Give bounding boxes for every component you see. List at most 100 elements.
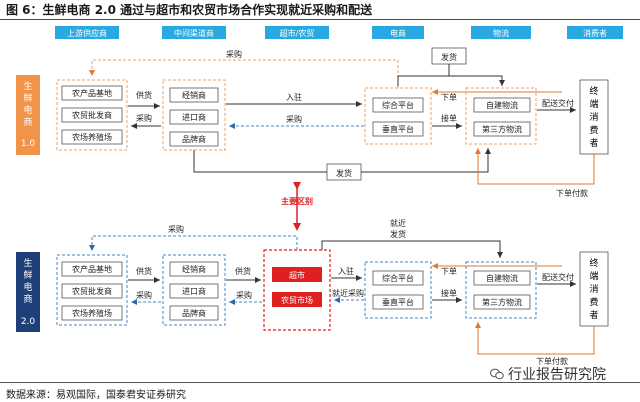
v2-platform-box [372, 270, 424, 286]
v2-label-char: 鲜 [23, 269, 32, 281]
header-middle-text: 中间渠道商 [174, 28, 214, 38]
v2-label-near-ship-2: 发货 [390, 229, 406, 239]
v1-label-supply: 供货 [136, 90, 152, 100]
header-ecommerce-text: 电商 [390, 28, 406, 38]
v2-consumer-char: 端 [589, 270, 598, 282]
source-note: 数据来源：易观国际，国泰君安证券研究 [6, 390, 186, 401]
v1-line-ship-top-left [397, 64, 450, 86]
v2-platform-box [372, 294, 424, 310]
v1-upstream-box [61, 85, 123, 101]
v2-label-purchase-left: 采购 [136, 290, 152, 300]
v1-middle-box [169, 131, 219, 147]
v2-logistics-box [473, 270, 531, 286]
v1-arrow-ship-bottom-right [361, 148, 491, 173]
header-ecommerce [372, 26, 424, 39]
v1-label-char: 商 [23, 116, 32, 128]
header-logistics [471, 26, 531, 39]
v2-middle-text: 经销商 [182, 264, 206, 274]
v1-upstream-group [56, 79, 128, 151]
v1-arrow-purchase-top [89, 59, 399, 88]
v1-logistics-group [465, 87, 537, 145]
v2-consumer-char: 消 [589, 283, 598, 295]
footer-divider [0, 382, 640, 383]
v2-upstream-box [61, 283, 123, 299]
v2-middle-box [169, 283, 219, 299]
v2-upstream-box [61, 261, 123, 277]
header-stores-text: 超市/农贸 [280, 28, 315, 38]
v1-platform-text: 综合平台 [382, 100, 414, 110]
v2-consumer-char: 终 [589, 257, 598, 269]
v2-upstream-group [56, 254, 128, 326]
header-middle [162, 26, 226, 39]
header-upstream-text: 上游供应商 [67, 28, 107, 38]
v2-label-supply-left: 供货 [136, 266, 152, 276]
v1-platform-text: 垂直平台 [382, 124, 414, 134]
v1-label-ship-top: 发货 [441, 52, 457, 62]
difference-label: 主要区别 [281, 196, 313, 206]
v1-consumer-char: 消 [589, 111, 598, 123]
v2-logistics-text: 第三方物流 [482, 297, 522, 307]
watermark: 行业报告研究院 [490, 366, 640, 383]
v1-upstream-box [61, 129, 123, 145]
header-consumer-text: 消费者 [583, 28, 607, 38]
wechat-icon [490, 368, 504, 380]
v1-middle-text: 经销商 [182, 90, 206, 100]
v2-label-char: 生 [23, 257, 32, 269]
v1-consumer-char: 费 [589, 124, 598, 136]
v2-label-enter: 入驻 [338, 266, 354, 276]
v1-label-receive: 接单 [441, 113, 457, 123]
v2-section: 生 鲜 电 商 2.0 农产品基地 农贸批发商 农场养殖场 经销商 进口商 品牌… [16, 218, 609, 366]
v2-version: 2.0 [21, 317, 36, 327]
v2-middle-box [169, 305, 219, 321]
v1-arrow-pay [475, 148, 595, 185]
v2-logistics-text: 自建物流 [486, 273, 518, 283]
v2-label-supply-mid: 供货 [235, 266, 251, 276]
v1-label-ship-bottom: 发货 [336, 168, 352, 178]
v2-logistics-box [473, 294, 531, 310]
v1-arrow-ship-top-right [449, 75, 505, 86]
v1-middle-text: 品牌商 [182, 134, 206, 144]
v1-logistics-text: 第三方物流 [482, 124, 522, 134]
v2-logistics-group [465, 261, 537, 319]
figure-title: 图 6：生鲜电商 2.0 通过与超市和农贸市场合作实现就近采购和配送 [6, 3, 373, 17]
v1-middle-box [169, 109, 219, 125]
v1-consumer-box [579, 79, 609, 155]
v1-upstream-text: 农产品基地 [72, 88, 112, 98]
v1-label-char: 鲜 [23, 92, 32, 104]
v1-label-enter: 入驻 [286, 92, 302, 102]
v1-logistics-text: 自建物流 [486, 100, 518, 110]
v2-label-pay: 下单付款 [536, 356, 568, 366]
v1-label-purchase-back: 采购 [136, 113, 152, 123]
v2-middle-text: 进口商 [182, 286, 206, 296]
v2-label-receive: 接单 [441, 288, 457, 298]
v1-label-purchase-mid: 采购 [286, 114, 302, 124]
v1-upstream-text: 农贸批发商 [72, 110, 112, 120]
v1-line-ship-bottom-left [193, 150, 327, 173]
v1-consumer-char: 终 [589, 85, 598, 97]
v1-label-order: 下单 [441, 92, 457, 102]
v2-platform-text: 综合平台 [382, 273, 414, 283]
v1-section: 生 鲜 电 商 1.0 农产品基地 农贸批发商 农场养殖场 经销商 进口商 品牌… [16, 47, 609, 198]
v2-consumer-char: 者 [589, 310, 598, 321]
v1-upstream-box [61, 107, 123, 123]
v2-arrow-purchase-top [89, 235, 298, 251]
v2-store-text: 农贸市场 [281, 295, 313, 305]
v2-label-order: 下单 [441, 266, 457, 276]
v2-consumer-box [579, 251, 609, 327]
v2-arrow-pay [475, 322, 595, 355]
header-logistics-text: 物流 [493, 28, 509, 38]
v1-label [16, 75, 40, 155]
v2-middle-box [169, 261, 219, 277]
v1-label-char: 电 [23, 104, 32, 116]
v2-store-box-market [272, 292, 322, 307]
column-headers: 上游供应商 中间渠道商 超市/农贸 电商 物流 消费者 [55, 26, 623, 39]
v2-label-purchase-mid: 采购 [236, 290, 252, 300]
v2-label [16, 252, 40, 332]
header-consumer [567, 26, 623, 39]
v1-consumer-char: 端 [589, 98, 598, 110]
watermark-text: 行业报告研究院 [508, 367, 606, 383]
v2-label-near-ship-1: 就近 [390, 218, 406, 228]
v1-platform-box [372, 121, 424, 137]
v1-consumer-char: 者 [589, 138, 598, 149]
